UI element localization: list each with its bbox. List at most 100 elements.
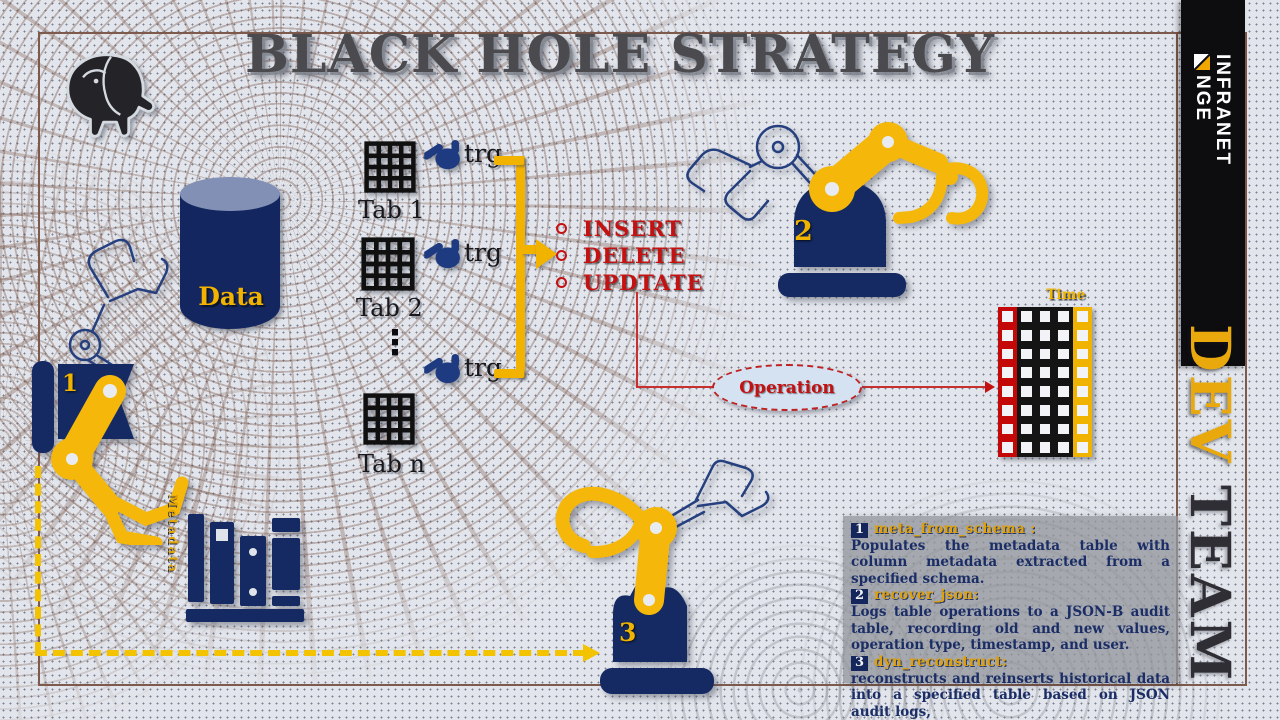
metadata-label: Metadata xyxy=(166,494,180,574)
time-table-cell xyxy=(1016,307,1036,326)
time-table-cell xyxy=(1035,325,1055,345)
time-table-cell xyxy=(1035,419,1055,439)
time-table-cell xyxy=(1016,382,1036,401)
red-connector xyxy=(860,386,988,388)
red-connector-arrow-icon xyxy=(985,381,995,393)
note-description: Populates the metadata table with column… xyxy=(851,537,1170,587)
time-table-cell xyxy=(1035,363,1055,382)
red-connector xyxy=(636,292,638,387)
time-table-cell xyxy=(1073,400,1092,420)
nge-infranet-logo: NGE INFRANET xyxy=(1191,54,1233,167)
time-table-cell xyxy=(998,400,1017,420)
note-function-name: dyn_reconstruct: xyxy=(874,653,1008,670)
robot-number: 1 xyxy=(62,370,79,397)
time-table-cell xyxy=(1016,363,1036,382)
table-icon-tabn xyxy=(362,392,416,446)
time-table-cell xyxy=(1035,307,1055,326)
time-table-cell xyxy=(1035,438,1055,457)
postgresql-logo xyxy=(66,53,155,138)
dev-team-label: DEVTEAM xyxy=(1178,324,1243,684)
time-table-cell xyxy=(1073,344,1092,364)
time-table-cell xyxy=(1035,344,1055,364)
table-icon-tab2 xyxy=(360,236,416,292)
time-table-cell xyxy=(998,382,1017,401)
robot-number: 3 xyxy=(619,618,637,647)
time-table-cell xyxy=(1016,438,1036,457)
note-description: Logs table operations to a JSON-B audit … xyxy=(851,604,1170,654)
time-table-cell xyxy=(1035,382,1055,401)
operation-bullet xyxy=(556,277,567,288)
note-number-badge: 1 xyxy=(851,522,869,538)
database-label: Data xyxy=(198,282,264,311)
note-item: 2 recover_json: Logs table operations to … xyxy=(851,587,1170,653)
operation-item: INSERT xyxy=(556,216,682,241)
time-table-cell xyxy=(1054,344,1074,364)
note-function-name: meta_from_schema : xyxy=(874,521,1036,537)
trigger-bracket-top xyxy=(494,156,524,165)
table-icon-tab1 xyxy=(363,140,417,194)
note-item: 1 meta_from_schema : Populates the metada… xyxy=(851,521,1170,587)
note-function-name: recover_json: xyxy=(874,587,979,604)
robot-arm-2 xyxy=(686,122,989,297)
robot-arm-1 xyxy=(32,238,189,545)
table-label-tabn: Tab n xyxy=(358,450,425,478)
time-table-cell xyxy=(1073,307,1092,326)
operation-item: DELETE xyxy=(556,243,686,268)
note-number-badge: 2 xyxy=(851,588,869,605)
time-table-cell xyxy=(1016,325,1036,345)
brand-logo-text: NGE xyxy=(1191,75,1213,123)
time-table-cell xyxy=(998,344,1017,364)
trigger-label: trg xyxy=(464,238,503,267)
dashed-flow-line-vertical xyxy=(35,466,41,654)
operation-bullet xyxy=(556,223,567,234)
time-table-cell xyxy=(1054,382,1074,401)
time-table-cell xyxy=(1073,419,1092,439)
trigger-bracket-vertical xyxy=(516,156,525,378)
database-cylinder xyxy=(180,177,280,329)
time-table-cell xyxy=(998,363,1017,382)
time-label: Time xyxy=(1046,287,1086,303)
notes-panel: 1 meta_from_schema : Populates the metada… xyxy=(843,516,1178,720)
note-number-badge: 3 xyxy=(851,655,869,671)
time-table-grid xyxy=(998,307,1092,457)
robot-arm-3 xyxy=(555,459,770,694)
time-table-cell xyxy=(998,438,1017,457)
dashed-flow-line-horizontal xyxy=(35,650,585,656)
time-table-cell xyxy=(998,419,1017,439)
slide-frame-divider xyxy=(1176,32,1178,686)
robot-number: 2 xyxy=(794,216,813,247)
operation-bullet xyxy=(556,250,567,261)
trigger-hand-icon xyxy=(424,139,462,171)
time-table-cell xyxy=(1073,382,1092,401)
time-table-cell xyxy=(1016,344,1036,364)
nge-logo-icon xyxy=(1193,54,1210,70)
time-table-cell xyxy=(998,307,1017,326)
time-table-cell xyxy=(1035,400,1055,420)
table-label-tab1: Tab 1 xyxy=(358,196,425,224)
time-table-cell xyxy=(1073,438,1092,457)
bracket-arrow-bar xyxy=(521,245,539,254)
time-table-cell xyxy=(1054,438,1074,457)
time-table-cell xyxy=(1054,307,1074,326)
time-table-cell xyxy=(1054,325,1074,345)
bracket-arrow-icon xyxy=(536,239,557,269)
books-icon xyxy=(186,514,304,622)
page-title: BLACK HOLE STRATEGY xyxy=(244,24,996,85)
table-label-tab2: Tab 2 xyxy=(356,294,423,322)
trigger-bracket-bottom xyxy=(494,369,524,378)
time-table-cell xyxy=(1016,419,1036,439)
time-table-cell xyxy=(998,325,1017,345)
brand-logo-text: INFRANET xyxy=(1211,54,1233,167)
time-table-cell xyxy=(1016,400,1036,420)
brand-strip: NGE INFRANET xyxy=(1181,0,1245,366)
time-table-cell xyxy=(1054,363,1074,382)
time-table-cell xyxy=(1054,400,1074,420)
operation-ellipse: Operation xyxy=(712,364,862,411)
time-table-cell xyxy=(1054,419,1074,439)
trigger-hand-icon xyxy=(424,353,462,385)
trigger-hand-icon xyxy=(424,238,462,270)
note-item: 3 dyn_reconstruct: reconstructs and reins… xyxy=(851,654,1170,720)
operation-item: UPDTATE xyxy=(556,270,704,295)
note-description: reconstructs and reinserts historical da… xyxy=(851,670,1170,720)
